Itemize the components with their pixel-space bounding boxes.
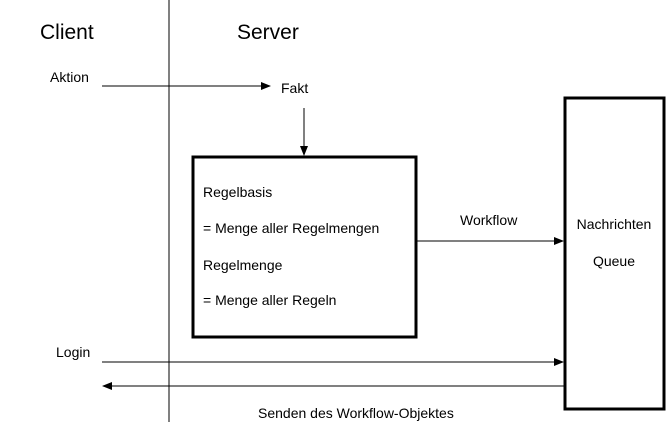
workflow-label: Workflow — [460, 212, 518, 228]
queue-label-line2: Queue — [593, 253, 635, 269]
rule-line-regelbasis: Regelbasis — [203, 184, 272, 200]
message-queue-box — [563, 96, 666, 411]
rule-base-box — [191, 155, 418, 339]
queue-label-line1: Nachrichten — [577, 216, 652, 232]
rule-line-regelmenge: Regelmenge — [203, 257, 283, 273]
server-column-header: Server — [237, 21, 299, 44]
send-workflow-object-label: Senden des Workflow-Objektes — [258, 405, 454, 421]
login-label: Login — [56, 344, 90, 360]
fakt-label: Fakt — [281, 80, 308, 96]
client-column-header: Client — [40, 21, 94, 44]
rule-line-menge-regelmengen: = Menge aller Regelmengen — [203, 220, 379, 236]
rule-line-menge-regeln: = Menge aller Regeln — [203, 292, 336, 308]
aktion-label: Aktion — [50, 69, 89, 85]
